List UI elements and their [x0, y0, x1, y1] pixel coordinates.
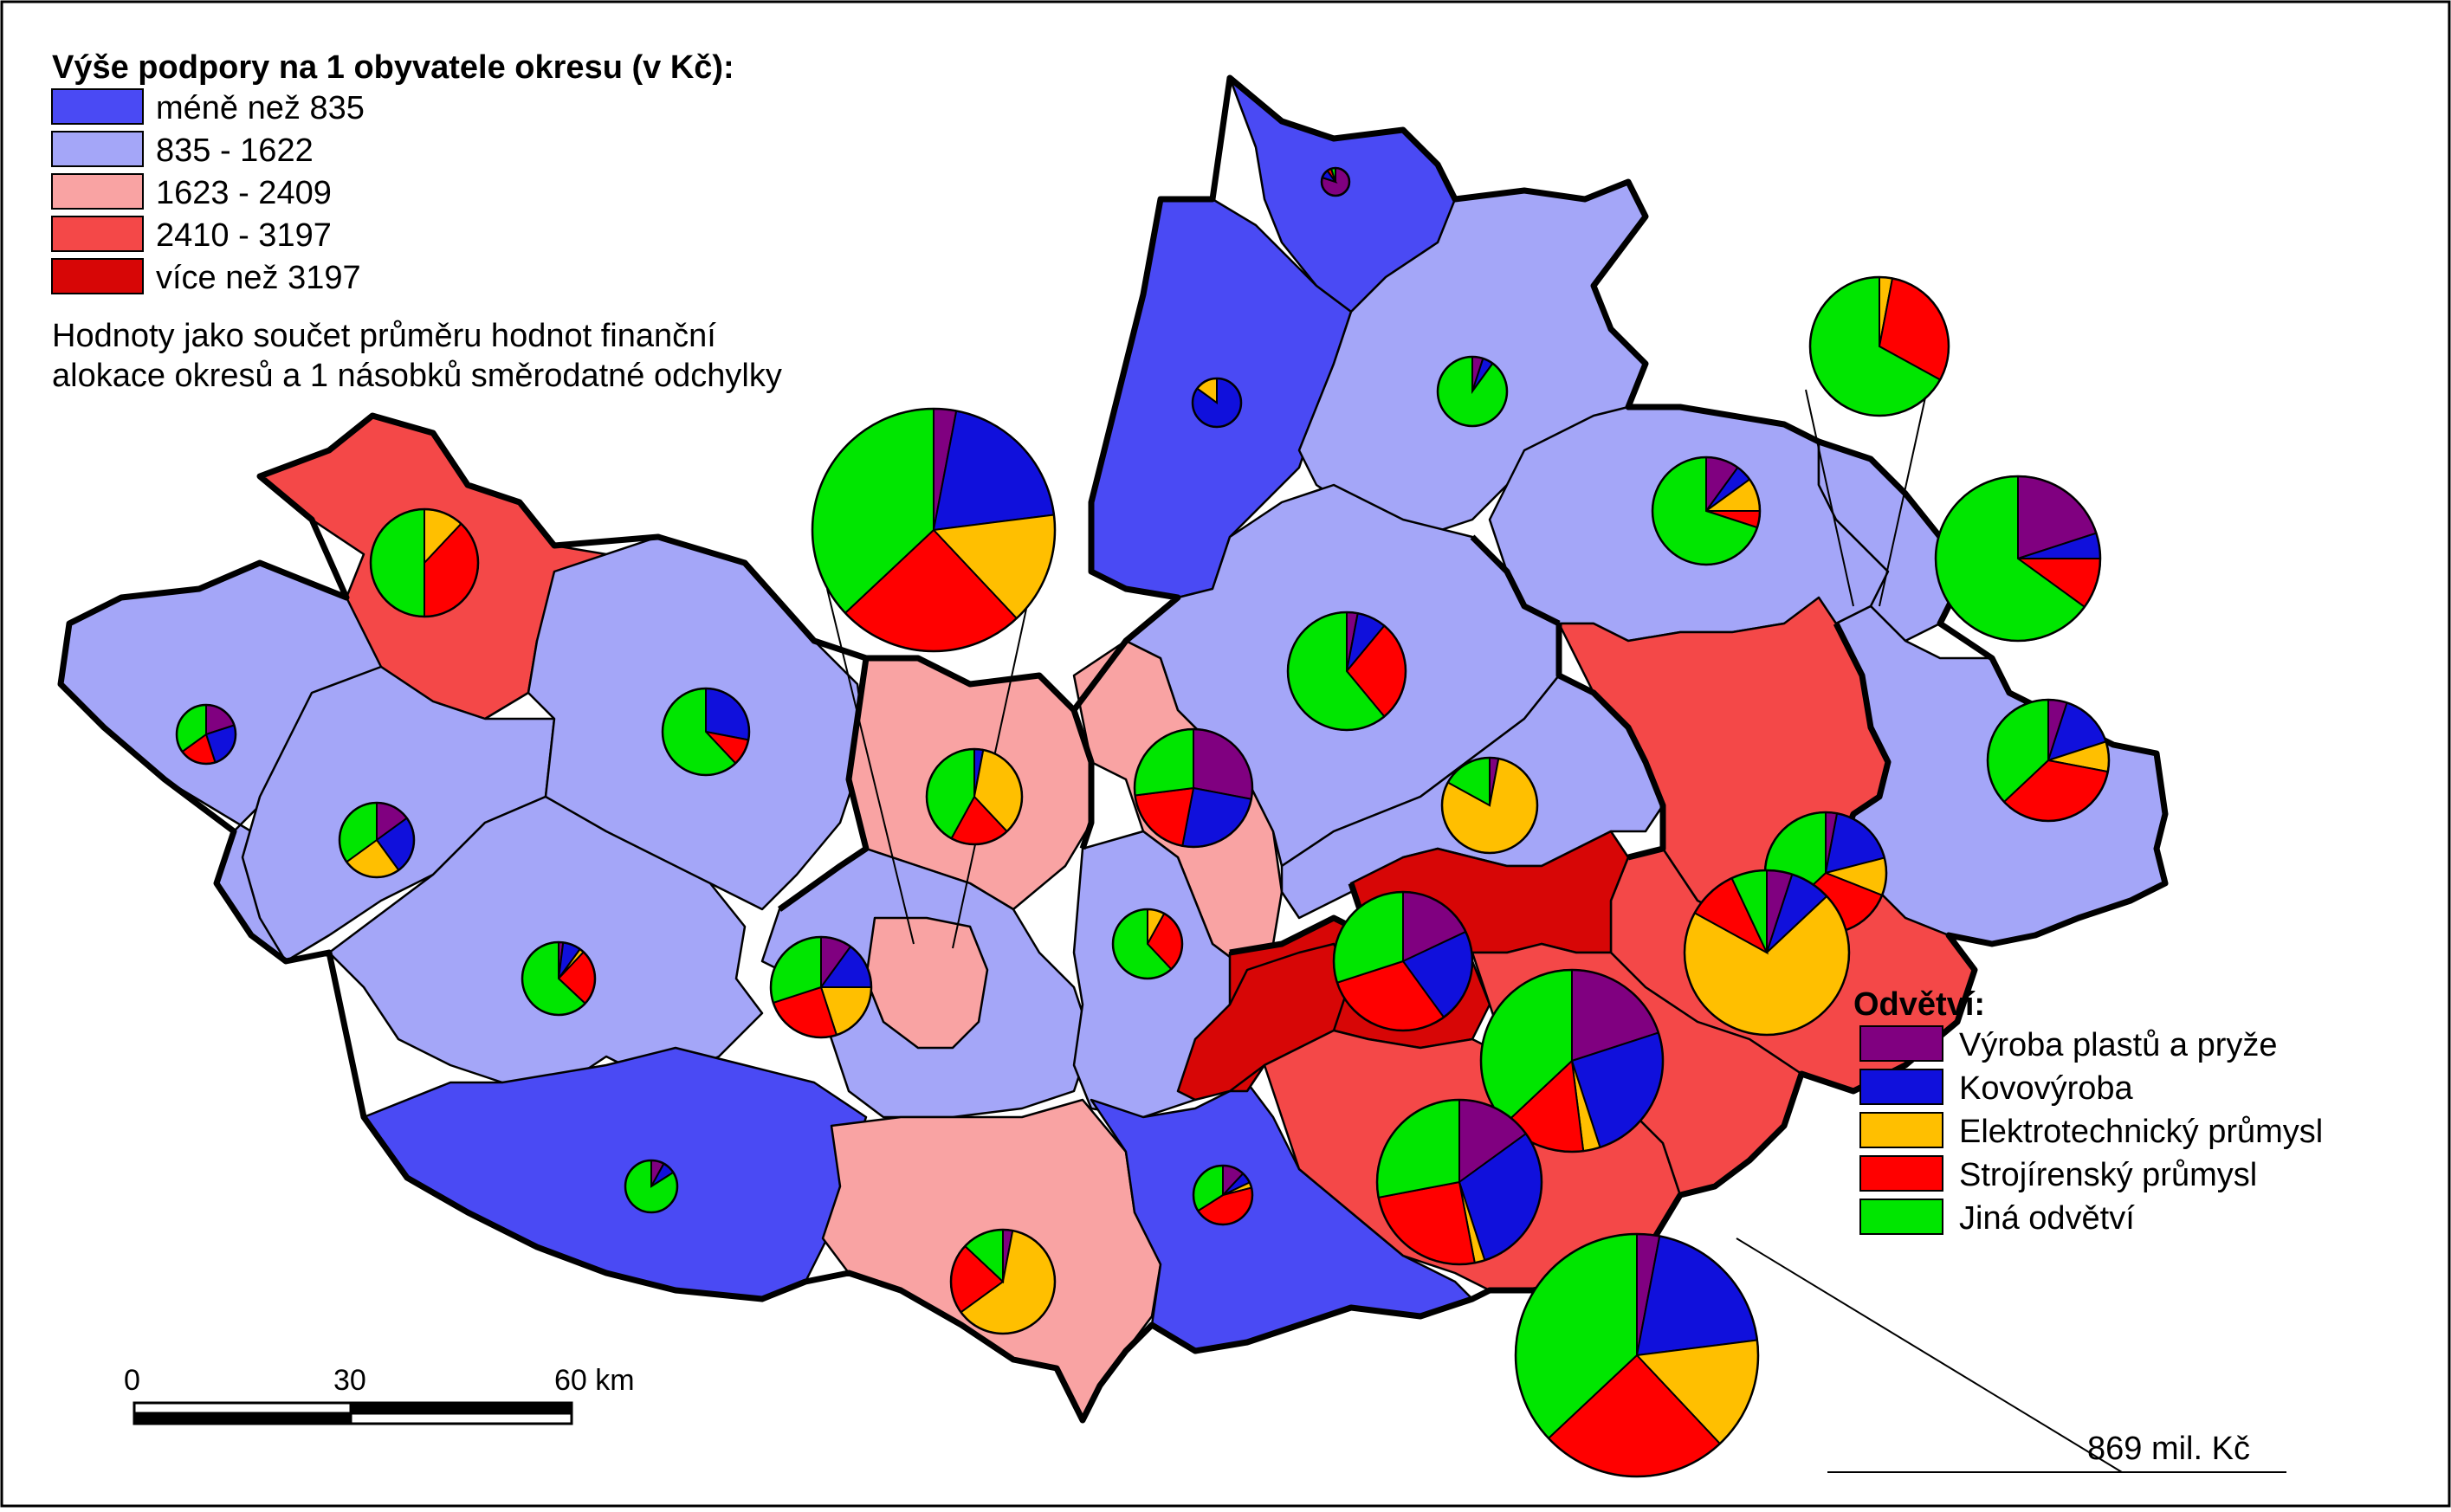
pie-outline [175, 703, 237, 766]
district-pie-chart [1286, 611, 1407, 732]
scale-label-0: 0 [124, 1364, 140, 1397]
legend-class-label: méně než 835 [156, 90, 365, 126]
pie-outline [521, 940, 597, 1017]
district-pie-chart [949, 1228, 1057, 1335]
legend-sectors-title: Odvětví: [1853, 986, 1985, 1023]
pie-outline [1683, 869, 1851, 1037]
legend-swatch [51, 173, 144, 210]
district-pie-chart [1320, 166, 1351, 197]
legend-class-label: 2410 - 3197 [156, 217, 332, 254]
legend-swatch [51, 88, 144, 125]
district-pie-chart [1514, 1232, 1760, 1478]
district-pie-chart [1375, 1098, 1543, 1266]
district-pie-chart [1808, 275, 1950, 417]
scale-label-60km: 60 km [554, 1364, 635, 1397]
pie-outline [1440, 756, 1539, 855]
legend-support-title: Výše podpory na 1 obyvatele okresu (v Kč… [52, 49, 734, 86]
district [864, 916, 989, 1050]
district-pie-chart [1479, 968, 1665, 1153]
pie-outline [624, 1159, 679, 1214]
district-pie-chart [1651, 456, 1762, 566]
district-pie-chart [175, 703, 237, 766]
pie-outline [1986, 698, 2111, 823]
reference-pie-label: 869 mil. Kč [2087, 1431, 2250, 1467]
district-pie-chart [1440, 756, 1539, 855]
pie-outline [1111, 908, 1184, 980]
sector-swatch [1859, 1112, 1943, 1148]
region-borders [57, 74, 2169, 1424]
legend-swatch [51, 216, 144, 252]
pie-outline [1286, 611, 1407, 732]
district-pie-chart [1192, 1164, 1254, 1226]
pie-outline [811, 407, 1057, 653]
district-pie-chart [369, 507, 480, 618]
sector-swatch [1859, 1155, 1943, 1192]
sector-swatch [1859, 1069, 1943, 1105]
district-pie-chart [1436, 355, 1509, 428]
district-pie-chart [521, 940, 597, 1017]
pie-outline [1320, 166, 1351, 197]
district-pie-chart [661, 687, 751, 777]
district-pie-chart [624, 1159, 679, 1214]
sector-swatch [1859, 1025, 1943, 1062]
legend-swatch [51, 258, 144, 294]
pie-outline [1192, 1164, 1254, 1226]
legend-sectors: Odvětví: Výroba plastů a pryžeKovovýroba… [1853, 986, 2323, 1237]
pie-outline [1479, 968, 1665, 1153]
district-pie-chart [1133, 727, 1254, 849]
pie-outline [769, 935, 873, 1039]
sector-label: Kovovýroba [1959, 1070, 2134, 1107]
pie-outline [661, 687, 751, 777]
legend-note-line2: alokace okresů a 1 násobků směrodatné od… [52, 358, 782, 394]
district-pie-chart [1986, 698, 2111, 823]
district-pie-chart [769, 935, 873, 1039]
district-pie-chart [1934, 475, 2102, 643]
legend-note-line1: Hodnoty jako součet průměru hodnot finan… [52, 318, 716, 354]
district-pie-chart [1683, 869, 1851, 1037]
pie-outline [1514, 1232, 1760, 1478]
legend-class-label: více než 3197 [156, 260, 361, 296]
district-pie-chart [1191, 377, 1243, 429]
leader-lines [826, 389, 2286, 1473]
pie-charts-layer [175, 166, 2111, 1478]
pie-outline [1191, 377, 1243, 429]
district-pie-chart [811, 407, 1057, 653]
pie-outline [1436, 355, 1509, 428]
sector-swatch [1859, 1199, 1943, 1235]
sector-label: Výroba plastů a pryže [1959, 1027, 2278, 1063]
scale-bar: 0 30 60 km [124, 1364, 635, 1425]
district-pie-chart [925, 747, 1024, 846]
district-pie-chart [338, 801, 416, 879]
pie-outline [1651, 456, 1762, 566]
legend-class-label: 835 - 1622 [156, 132, 314, 169]
pie-outline [1332, 890, 1474, 1032]
district-pie-chart [1332, 890, 1474, 1032]
legend-swatch [51, 131, 144, 167]
pie-outline [1934, 475, 2102, 643]
legend-class-label: 1623 - 2409 [156, 175, 332, 211]
sector-label: Jiná odvětví [1959, 1200, 2135, 1237]
pie-outline [949, 1228, 1057, 1335]
district-pie-chart [1111, 908, 1184, 980]
pie-outline [1133, 727, 1254, 849]
pie-outline [1375, 1098, 1543, 1266]
pie-outline [925, 747, 1024, 846]
sector-label: Strojírenský průmysl [1959, 1157, 2257, 1193]
legend-support: Výše podpory na 1 obyvatele okresu (v Kč… [51, 49, 782, 394]
pie-outline [369, 507, 480, 618]
pie-outline [1808, 275, 1950, 417]
scale-label-30: 30 [333, 1364, 366, 1397]
pie-outline [338, 801, 416, 879]
sector-label: Elektrotechnický průmysl [1959, 1114, 2323, 1150]
